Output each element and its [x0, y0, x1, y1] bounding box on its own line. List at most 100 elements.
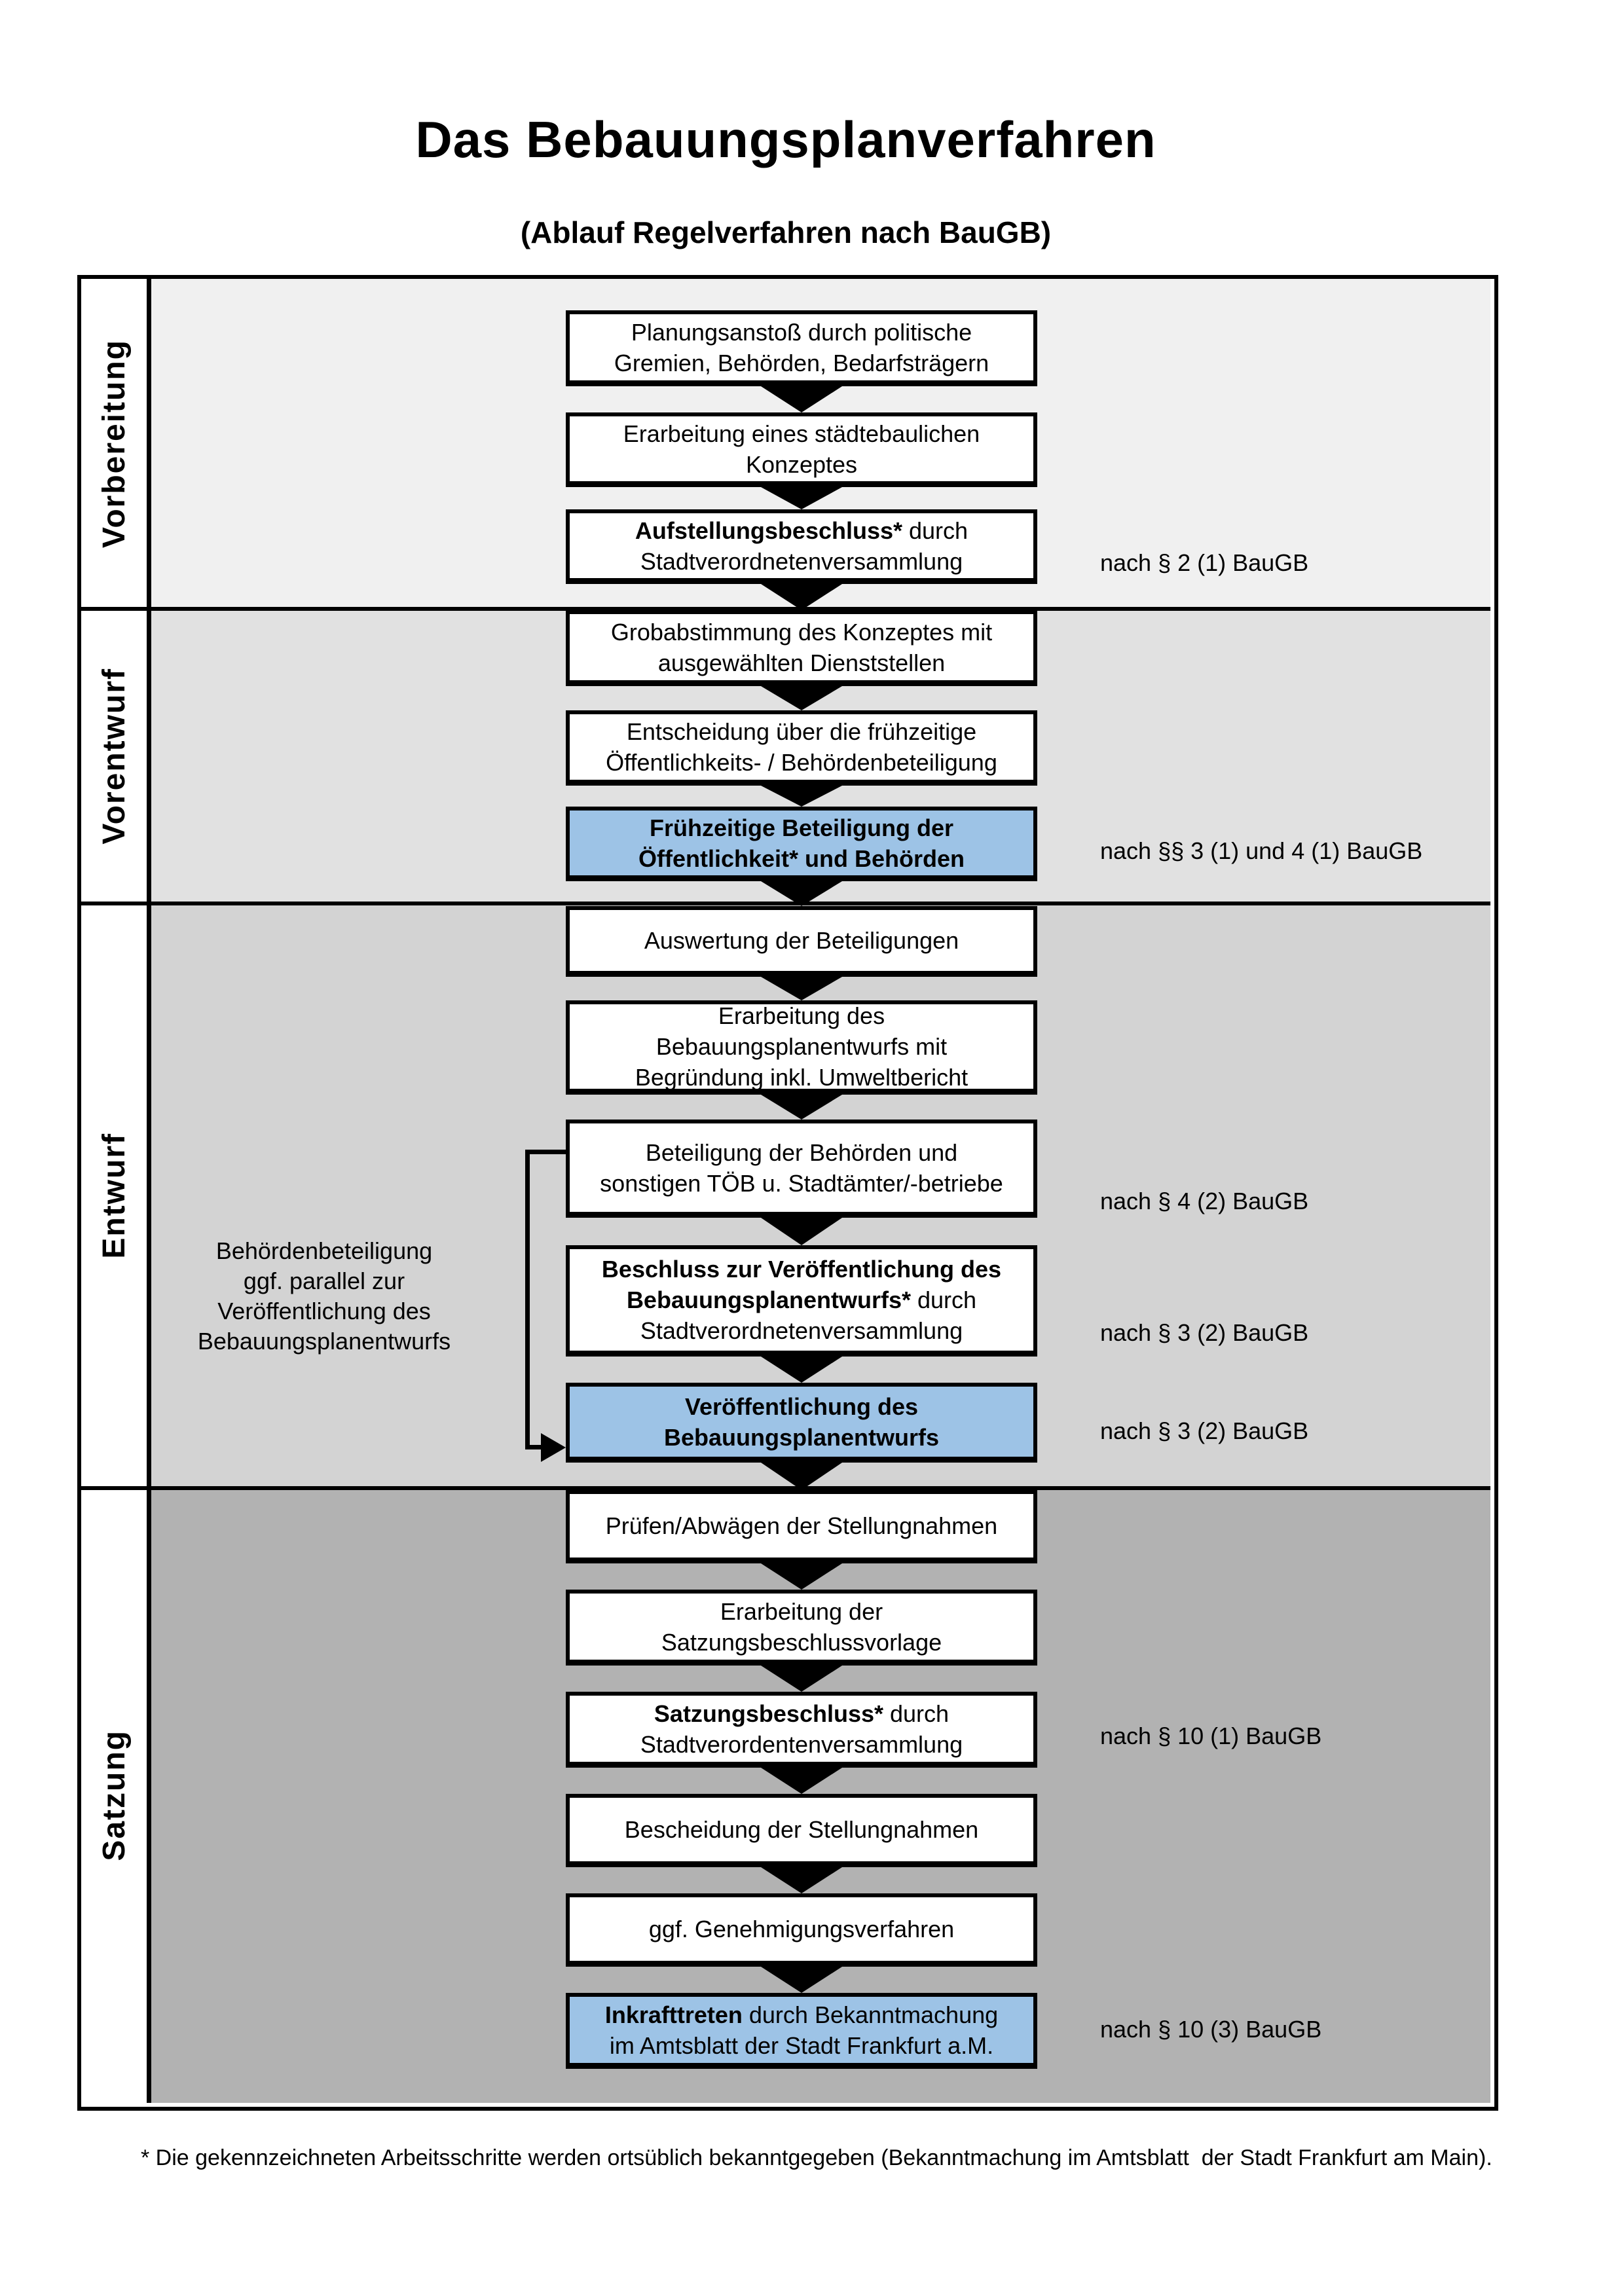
flow-box-grobabstimmung-konzept: Grobabstimmung des Konzeptes mit ausgewäh… — [566, 610, 1037, 686]
flow-box-line: Begründung inkl. Umweltbericht — [635, 1064, 969, 1091]
flow-arrow-down — [761, 881, 842, 906]
flow-box-line: Bebauungsplanentwurfs* durch — [627, 1285, 976, 1315]
flow-arrow-down — [761, 786, 842, 807]
flow-box-line: Bebauungsplanentwurfs — [664, 1422, 939, 1453]
phase-label-satzung: Satzung — [81, 1488, 147, 2103]
flow-box-line: Stadtverordnetenversammlung — [640, 547, 963, 575]
flow-arrow-down — [761, 1666, 842, 1692]
phase-label-text: Entwurf — [96, 1133, 132, 1259]
flow-arrow-down — [761, 1095, 842, 1120]
parallel-connector-vertical — [525, 1150, 530, 1449]
phase-label-text: Vorbereitung — [96, 339, 132, 549]
flow-box-line: ausgewählten Dienststellen — [657, 649, 946, 676]
flow-box-auswertung-beteiligungen: Auswertung der Beteiligungen — [566, 906, 1037, 977]
flow-box-line: sonstigen TÖB u. Stadtämter/-betriebe — [600, 1169, 1003, 1197]
page-subtitle: (Ablauf Regelverfahren nach BauGB) — [520, 215, 1052, 249]
flow-box-text: durch — [883, 1700, 950, 1727]
flow-box-line: Bebauungsplanentwurfs mit — [655, 1033, 948, 1060]
footnote: * Die gekennzeichneten Arbeitsschritte w… — [141, 2145, 1492, 2170]
flow-box-line: Prüfen/Abwägen der Stellungnahmen — [605, 1512, 998, 1539]
phase-label-column — [81, 279, 147, 2103]
flow-box-line: Erarbeitung des — [718, 1002, 885, 1029]
flow-box-inkrafttreten: Inkrafttreten durch Bekanntmachung im Amt… — [566, 1993, 1037, 2069]
flow-arrow-down — [761, 1463, 842, 1490]
flow-arrow-down — [761, 584, 842, 610]
flow-arrow-down — [761, 487, 842, 509]
parallel-note-line: ggf. parallel zur — [243, 1267, 405, 1294]
flow-box-line: Veröffentlichung des — [685, 1391, 918, 1422]
phase-label-vorbereitung: Vorbereitung — [81, 279, 147, 609]
flow-box-text-bold: Frühzeitige Beteiligung der — [649, 814, 954, 841]
parallel-connector-bottom — [525, 1445, 541, 1449]
phase-column-divider — [147, 279, 151, 2103]
flow-arrow-down — [761, 686, 842, 710]
flow-box-genehmigungsverfahren: ggf. Genehmigungsverfahren — [566, 1893, 1037, 1967]
flow-box-text-bold: Veröffentlichung des — [684, 1393, 919, 1420]
flow-box-line: Stadtverordentenversammlung — [640, 1730, 963, 1758]
phase-label-entwurf: Entwurf — [81, 903, 147, 1488]
flow-box-text-bold: Bebauungsplanentwurfs* — [626, 1286, 911, 1313]
parallel-connector-arrowhead — [541, 1432, 566, 1462]
law-reference-inkrafttreten: nach § 10 (3) BauGB — [1100, 2016, 1322, 2043]
flow-box-line: im Amtsblatt der Stadt Frankfurt a.M. — [609, 2032, 994, 2059]
flow-box-line: Bescheidung der Stellungnahmen — [624, 1816, 979, 1843]
flow-box-line: ggf. Genehmigungsverfahren — [648, 1916, 955, 1942]
flow-box-line: Satzungsbeschluss* durch — [654, 1698, 949, 1729]
law-reference-fruehzeitige-beteiligung: nach §§ 3 (1) und 4 (1) BauGB — [1100, 837, 1423, 864]
flow-box-text-bold: Inkrafttreten — [604, 2001, 743, 2028]
flow-box-line: Satzungsbeschlussvorlage — [661, 1628, 942, 1656]
flow-box-line: Grobabstimmung des Konzeptes mit — [610, 618, 993, 646]
flow-box-line: Planungsanstoß durch politische — [631, 318, 972, 346]
flow-arrow-down — [761, 1357, 842, 1383]
flow-arrow-down — [761, 386, 842, 412]
flow-arrow-down — [761, 1218, 842, 1245]
flow-box-text: durch — [902, 517, 969, 544]
page-title: Das Bebauungsplanverfahren — [415, 111, 1156, 168]
parallel-connector-top — [525, 1150, 566, 1154]
flow-box-line: Aufstellungsbeschluss* durch — [635, 515, 968, 546]
flow-box-line: Öffentlichkeit* und Behörden — [638, 843, 965, 874]
flow-box-line: Gremien, Behörden, Bedarfsträgern — [614, 349, 989, 376]
flow-box-text: durch Bekanntmachung — [742, 2001, 999, 2028]
law-reference-beschluss-veroeffentlichung: nach § 3 (2) BauGB — [1100, 1319, 1309, 1346]
flow-box-line: Entscheidung über die frühzeitige — [626, 718, 977, 745]
flow-box-line: Stadtverordnetenversammlung — [640, 1317, 963, 1344]
law-reference-beteiligung-behoerden-toeb: nach § 4 (2) BauGB — [1100, 1188, 1309, 1214]
flow-box-text-bold: Beschluss zur Veröffentlichung des — [601, 1256, 1002, 1283]
flow-box-text-bold: Satzungsbeschluss* — [654, 1700, 884, 1727]
flow-arrow-down — [761, 1768, 842, 1794]
parallel-note-line: Veröffentlichung des — [217, 1298, 431, 1324]
flow-arrow-down — [761, 1867, 842, 1893]
phase-label-text: Vorentwurf — [96, 668, 132, 845]
parallel-note-line: Bebauungsplanentwurfs — [197, 1328, 451, 1355]
flow-box-line: Erarbeitung eines städtebaulichen — [623, 420, 980, 447]
flow-box-line: Auswertung der Beteiligungen — [644, 927, 959, 954]
flow-box-line: Öffentlichkeits- / Behördenbeteiligung — [606, 749, 997, 776]
flow-box-line: Erarbeitung der — [720, 1597, 883, 1625]
flow-box-text-bold: Bebauungsplanentwurfs — [663, 1423, 940, 1451]
flow-box-text-bold: Aufstellungsbeschluss* — [635, 517, 903, 544]
flow-box-text: durch — [910, 1286, 977, 1313]
parallel-note-line: Behördenbeteiligung — [215, 1237, 433, 1264]
law-reference-aufstellungsbeschluss: nach § 2 (1) BauGB — [1100, 549, 1309, 576]
flow-box-bescheidung-stellungnahmen: Bescheidung der Stellungnahmen — [566, 1794, 1037, 1867]
flow-arrow-down — [761, 1563, 842, 1590]
flow-box-line: Frühzeitige Beteiligung der — [650, 812, 953, 843]
phase-label-vorentwurf: Vorentwurf — [81, 609, 147, 903]
phase-label-text: Satzung — [96, 1730, 132, 1861]
flow-arrow-down — [761, 977, 842, 1000]
flow-box-line: Konzeptes — [745, 450, 858, 478]
flow-box-text-bold: Öffentlichkeit* und Behörden — [638, 845, 965, 872]
